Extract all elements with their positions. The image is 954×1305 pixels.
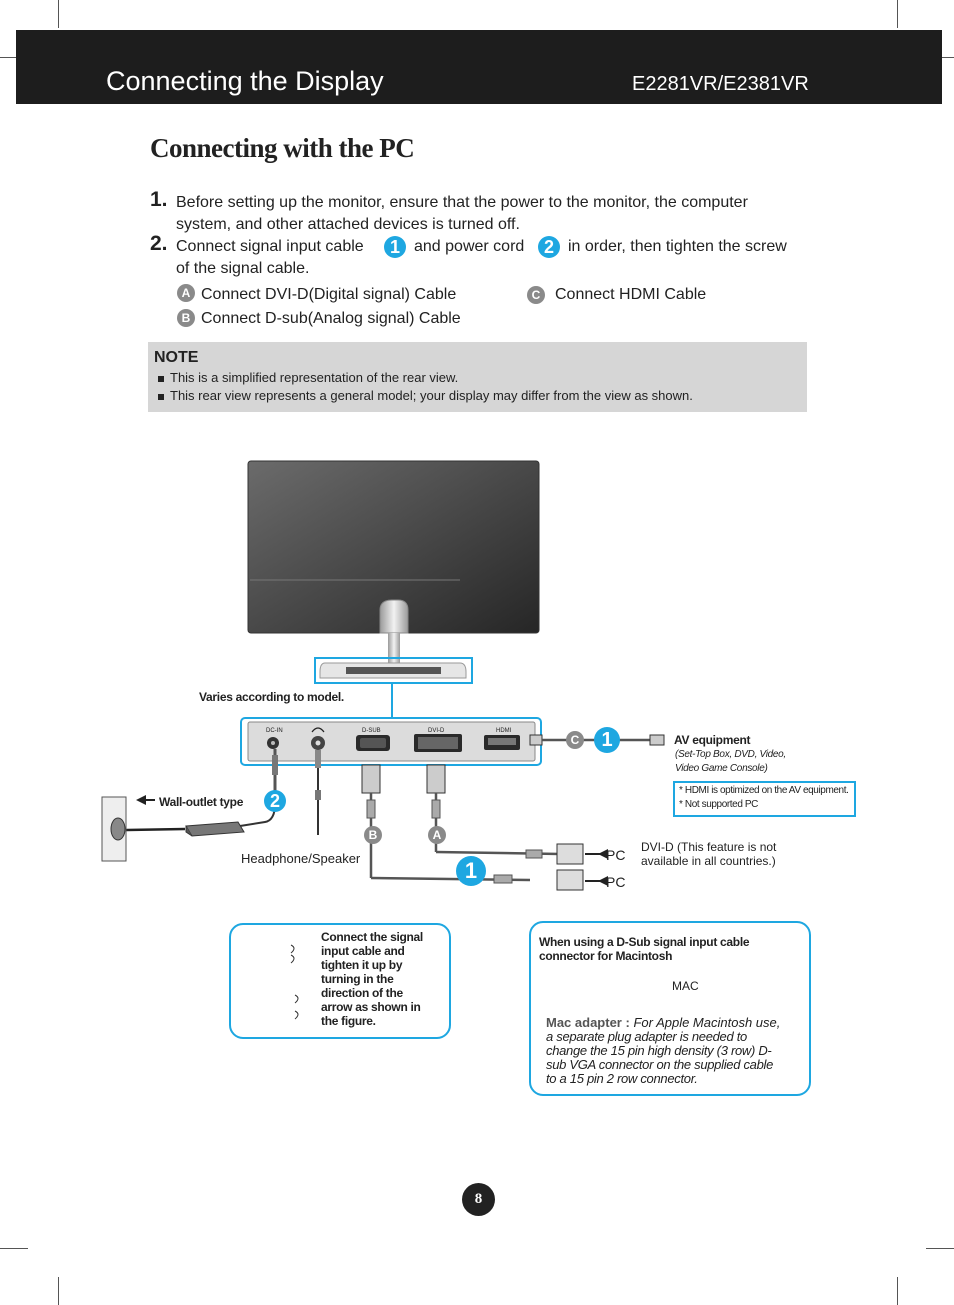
port-label-dc-in: DC-IN [266,728,283,734]
note-title: NOTE [154,349,199,366]
page-header: Connecting the Display [16,30,942,104]
av-equipment-sub-1: (Set-Top Box, DVD, Video, [675,749,786,760]
mac-label: MAC [672,979,699,993]
crop-mark [897,0,898,28]
mac-adapter-line: to a 15 pin 2 row connector. [546,1071,698,1086]
signal-cable-badge: 1 [594,727,620,753]
dsub-badge: B [364,826,382,844]
page-number: 8 [462,1183,495,1216]
step-1-line-2: system, and other attached devices is tu… [176,216,520,233]
av-equipment-sub-2: Video Game Console) [675,763,768,774]
mac-adapter-line: change the 15 pin high density (3 row) D… [546,1043,772,1058]
step-2-text-b: and power cord [414,238,525,255]
mac-box-title-1: When using a D-Sub signal input cable [539,935,750,949]
mac-adapter-title: Mac adapter : [546,1015,630,1030]
mac-adapter-line: For Apple Macintosh use, [633,1015,781,1030]
power-cable [101,749,278,862]
port-label-dsub: D-SUB [362,728,381,734]
screw-tip-line: turning in the [321,972,394,986]
crop-mark [58,0,59,28]
dvi-badge: A [428,826,446,844]
crop-mark [0,1248,28,1249]
hdmi-badge: C [566,731,584,749]
step-2-text-a: Connect signal input cable [176,238,364,255]
screw-tip-line: tighten it up by [321,958,403,972]
crop-mark [0,57,16,58]
bullet-icon [158,375,164,382]
option-c-text: Connect HDMI Cable [555,286,707,303]
model-number: E2281VR/E2381VR [632,73,809,95]
hdmi-note-line-1: * HDMI is optimized on the AV equipment. [679,785,849,796]
mac-box-title-2: connector for Macintosh [539,949,673,963]
dvi-note-line-1: DVI-D (This feature is not [641,840,777,854]
crop-mark [58,1277,59,1305]
av-equipment-title: AV equipment [674,733,751,747]
option-b-badge: B [177,309,195,327]
power-cord-badge: 2 [538,236,560,258]
signal-cable-badge: 1 [456,856,486,886]
headphone-cable [315,750,321,835]
crop-mark [897,1277,898,1305]
note-item: This is a simplified representation of t… [158,370,458,385]
note-box: NOTE This is a simplified representation… [148,342,807,412]
header-title-text: Connecting the Display [106,66,384,96]
pc-label-dvi: PC [606,847,626,863]
screw-tip-line: direction of the [321,986,403,1000]
screw-tip-text: Connect the signal input cable and tight… [321,930,443,1028]
screw-tip-line: Connect the signal [321,930,423,944]
wall-outlet-label: Wall-outlet type [159,795,244,809]
varies-label: Varies according to model. [199,690,344,704]
hdmi-note-line-2: * Not supported PC [679,799,758,810]
mac-adapter-box [529,921,811,1096]
section-title: Connecting with the PC [150,133,415,163]
screw-tip-line: arrow as shown in [321,1000,421,1014]
screw-tip-box [229,923,451,1039]
crop-mark [926,1248,954,1249]
crop-mark [942,57,954,58]
option-c-badge: C [527,286,545,304]
step-1-number: 1. [150,188,168,211]
port-panel [240,717,542,766]
port-label-dvi: DVI-D [428,728,445,734]
mac-adapter-text: Mac adapter : For Apple Macintosh use, a… [546,1016,802,1086]
bullet-icon [158,393,164,400]
hdmi-note-box: * HDMI is optimized on the AV equipment.… [673,781,856,817]
signal-cable-badge: 1 [384,236,406,258]
mac-adapter-line: sub VGA connector on the supplied cable [546,1057,774,1072]
dvi-note-line-2: available in all countries.) [641,854,776,868]
screw-tip-line: input cable and [321,944,405,958]
screw-tip-line: the figure. [321,1014,376,1028]
pc-label-dsub: PC [606,874,626,890]
step-2-text-c: in order, then tighten the screw [568,238,787,255]
note-item-text: This rear view represents a general mode… [170,388,693,403]
step-2-number: 2. [150,232,168,255]
note-item-text: This is a simplified representation of t… [170,370,459,385]
option-b-text: Connect D-sub(Analog signal) Cable [201,310,461,327]
mac-adapter-line: a separate plug adapter is needed to [546,1029,747,1044]
option-a-badge: A [177,284,195,302]
note-item: This rear view represents a general mode… [158,388,693,403]
step-2-line-2: of the signal cable. [176,260,310,277]
screw-arrows [290,944,299,1020]
monitor-illustration [247,460,540,718]
headphone-label: Headphone/Speaker [241,851,361,866]
port-label-hdmi: HDMI [496,728,512,734]
power-cord-badge: 2 [264,790,286,812]
dvi-cable [426,764,608,865]
step-1-line-1: Before setting up the monitor, ensure th… [176,194,748,211]
option-a-text: Connect DVI-D(Digital signal) Cable [201,286,457,303]
